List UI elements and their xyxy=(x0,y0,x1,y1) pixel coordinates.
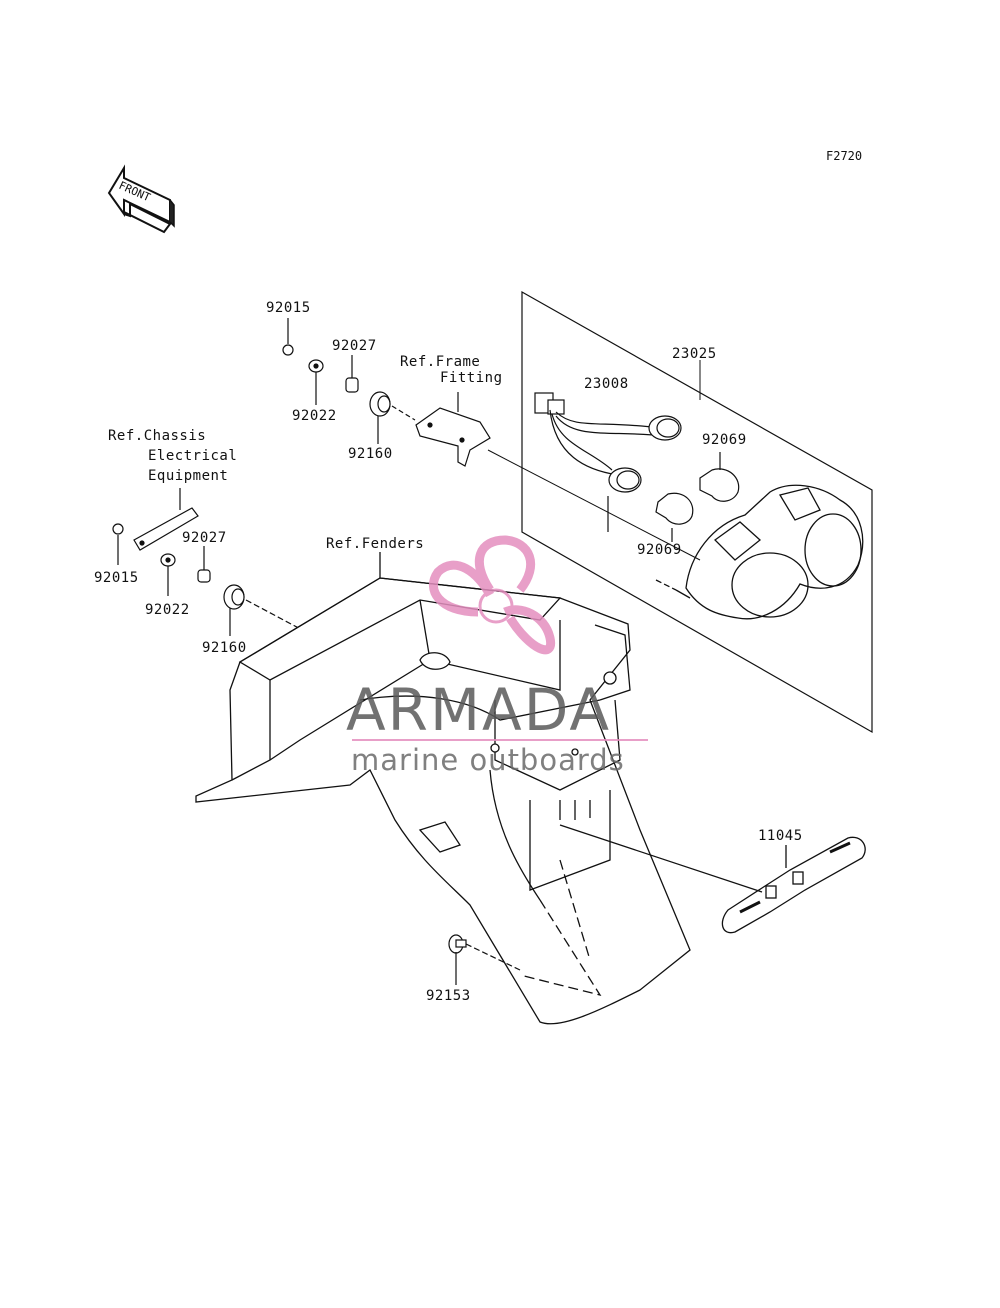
chassis-bracket-strip xyxy=(133,507,199,551)
nut-92015-left xyxy=(112,523,124,535)
label-23008: 23008 xyxy=(584,376,629,392)
label-92015-top: 92015 xyxy=(266,300,311,316)
label-92027-top: 92027 xyxy=(332,338,377,354)
label-92022-top: 92022 xyxy=(292,408,337,424)
figure-code: F2720 xyxy=(826,149,862,163)
label-92160-left: 92160 xyxy=(202,640,247,656)
label-92027-left: 92027 xyxy=(182,530,227,546)
watermark-tagline: marine outboards xyxy=(351,743,625,777)
label-ref-equipment: Equipment xyxy=(148,468,228,484)
nut-92015-top xyxy=(282,344,294,356)
label-23025: 23025 xyxy=(672,346,717,362)
bolt-92153 xyxy=(448,934,521,985)
label-ref-chassis: Ref.Chassis xyxy=(108,428,206,444)
label-ref-electrical: Electrical xyxy=(148,448,237,464)
collar-92027-left xyxy=(197,569,211,583)
watermark: ARMADA marine outboards xyxy=(346,535,648,777)
tail-lamp-housing xyxy=(655,484,864,620)
bulb-lower xyxy=(655,492,694,542)
bulb-upper xyxy=(699,452,740,502)
label-ref-frame: Ref.Frame xyxy=(400,354,480,370)
label-92069-upper: 92069 xyxy=(702,432,747,448)
collar-92027-top xyxy=(345,377,359,393)
frame-fitting-bracket xyxy=(415,392,701,561)
label-92153: 92153 xyxy=(426,988,471,1004)
label-ref-frame-fitting: Fitting xyxy=(440,370,503,386)
propeller-logo-icon xyxy=(429,535,556,655)
wiring-harness xyxy=(534,392,682,532)
label-92069-lower: 92069 xyxy=(637,542,682,558)
rear-fender-assembly xyxy=(195,552,691,1025)
label-92015-left: 92015 xyxy=(94,570,139,586)
label-ref-fenders: Ref.Fenders xyxy=(326,536,424,552)
license-plate-bracket-11045 xyxy=(559,824,866,934)
label-11045: 11045 xyxy=(758,828,803,844)
label-92160-top: 92160 xyxy=(348,446,393,462)
label-92022-left: 92022 xyxy=(145,602,190,618)
watermark-brand: ARMADA xyxy=(346,676,611,744)
front-direction-arrow-icon: FRONT xyxy=(107,164,175,234)
tail-lamp-assembly-box xyxy=(521,290,873,734)
